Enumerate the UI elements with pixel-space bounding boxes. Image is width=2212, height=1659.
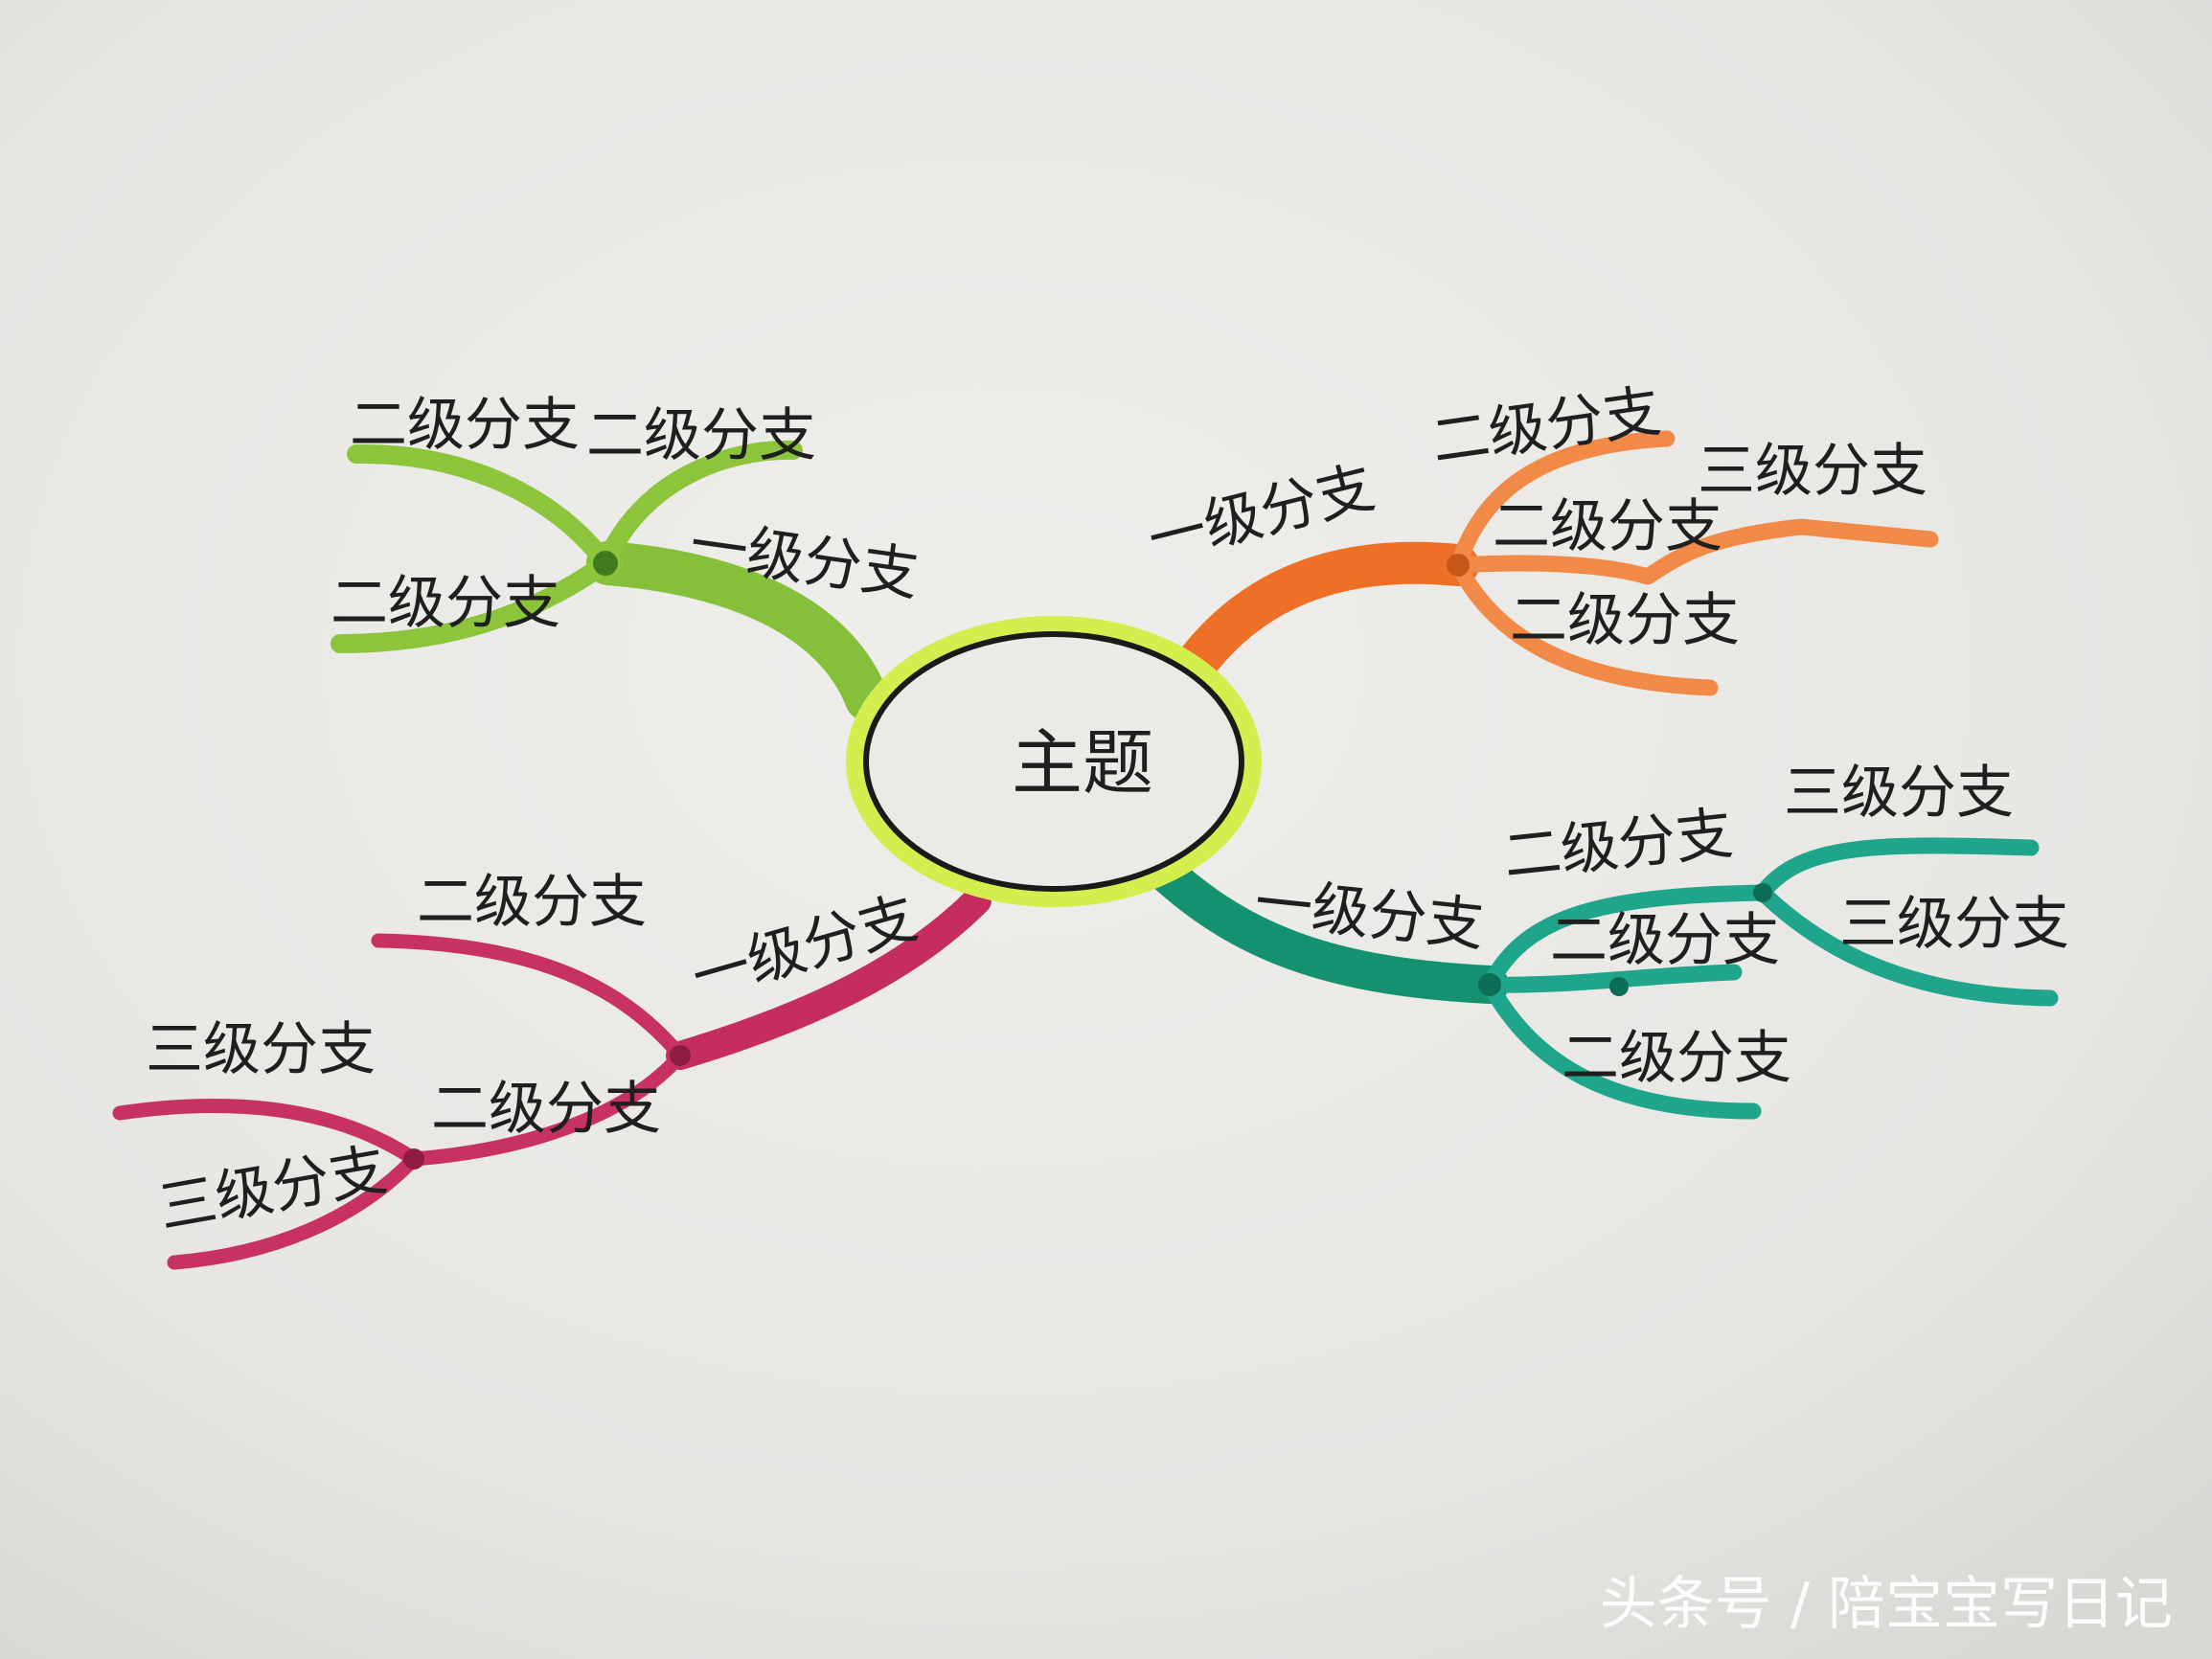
teal-level2-label-2: 二级分支 [1550, 907, 1780, 974]
orange-sub-branch-2 [1449, 518, 1939, 585]
orange-sub-branch-3 [1449, 557, 1719, 696]
crimson-level2-label-1: 二级分支 [417, 869, 647, 936]
orange-main-branch [1162, 541, 1479, 703]
center-circle [863, 631, 1244, 892]
orange-branch-group [1162, 430, 1939, 703]
center-label: 主题 [1012, 722, 1153, 805]
green-sub-branch-1 [347, 443, 615, 573]
teal-node-2 [1753, 883, 1772, 902]
teal-branch-group [1140, 837, 2059, 1120]
orange-level3-label: 三级分支 [1698, 438, 1927, 505]
green-node [593, 551, 618, 576]
green-sub-branch-2 [596, 440, 803, 573]
orange-sub-branch-1 [1449, 430, 1676, 574]
crimson-node [670, 1045, 691, 1066]
crimson-branch-group [112, 886, 992, 1270]
crimson-level2-label-2: 二级分支 [431, 1076, 661, 1143]
green-sub-branch-3 [331, 554, 615, 653]
crimson-third-branch-2 [167, 1151, 422, 1270]
teal-third-branch-2 [1754, 884, 2059, 1007]
crimson-main-branch [666, 886, 992, 1070]
green-level2-label-2: 二级分支 [586, 402, 816, 469]
crimson-sub-branch-2 [406, 1048, 688, 1167]
green-level2-label-1: 二级分支 [350, 392, 580, 459]
crimson-third-branch-1 [112, 1099, 422, 1167]
teal-sub-branch-2 [1481, 964, 1743, 993]
crimson-level3-label-1: 三级分支 [146, 1016, 376, 1083]
watermark: 头条号 / 陪宝宝写日记 [1600, 1571, 2173, 1638]
teal-main-branch [1140, 848, 1509, 1004]
teal-level3-label-2: 三级分支 [1839, 891, 2069, 958]
green-branch-group [331, 440, 889, 721]
crimson-sub-branch-1 [371, 933, 688, 1063]
center-topic: 主题 [846, 616, 1262, 907]
crimson-node-2 [403, 1148, 424, 1170]
teal-sub-branch-3 [1481, 976, 1762, 1120]
orange-level2-label-2: 二级分支 [1493, 493, 1722, 560]
teal-third-branch-1 [1754, 837, 2040, 901]
orange-node [1447, 554, 1470, 577]
center-highlight-ring [846, 616, 1262, 907]
teal-node [1478, 973, 1501, 996]
orange-level2-label-3: 二级分支 [1510, 587, 1740, 654]
green-main-branch [586, 541, 889, 721]
green-level2-label-3: 二级分支 [331, 570, 560, 637]
teal-level3-label-1: 三级分支 [1784, 760, 2014, 827]
teal-node-3 [1609, 977, 1629, 996]
teal-level2-label-3: 二级分支 [1562, 1025, 1791, 1092]
teal-sub-branch-1 [1481, 884, 1771, 993]
